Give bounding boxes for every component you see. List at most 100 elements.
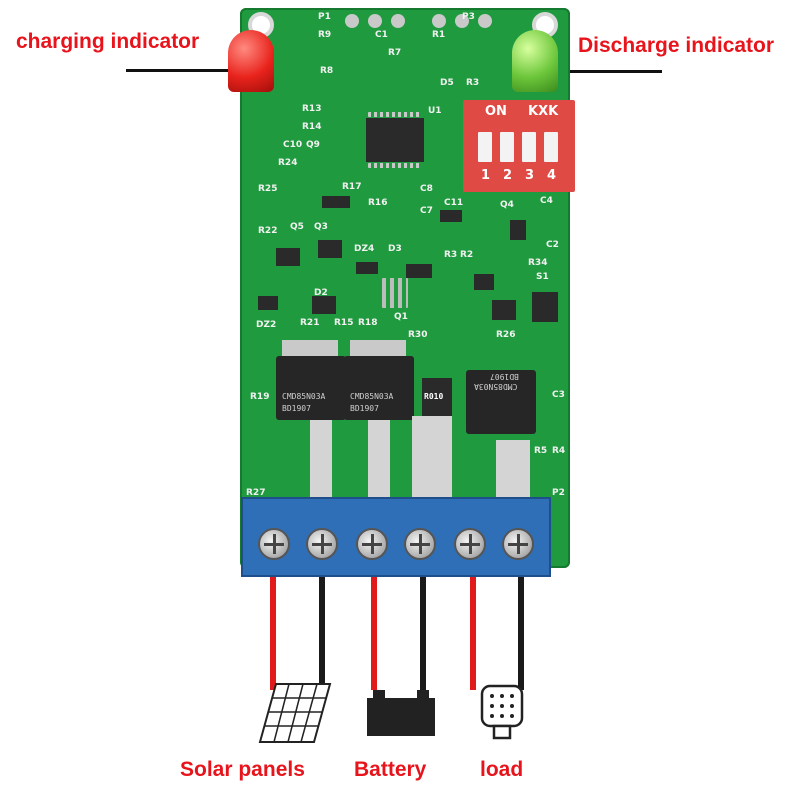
- silk-label: P3: [462, 12, 475, 22]
- silk-label: R4: [552, 446, 566, 456]
- smd-component: [318, 240, 342, 258]
- silk-label: R19: [250, 392, 270, 402]
- silk-label: R21: [300, 318, 320, 328]
- power-trace: [496, 440, 530, 500]
- terminal-screw-4: [404, 528, 436, 560]
- silk-label: DZ4: [354, 244, 375, 254]
- smd-component: [440, 210, 462, 222]
- solar-panel-icon: [258, 683, 332, 743]
- dip-switch-toggle-3: [522, 132, 536, 162]
- silk-label: R16: [368, 198, 388, 208]
- ic-pins-bottom: [368, 163, 422, 168]
- battery-positive-wire: [371, 577, 377, 690]
- smd-component: [474, 274, 494, 290]
- smd-component: [258, 296, 278, 310]
- smd-component: [406, 264, 432, 278]
- smd-component: [492, 300, 516, 320]
- load-label: load: [480, 758, 524, 781]
- load-icon: [480, 684, 524, 740]
- silk-label: Q9: [306, 140, 320, 150]
- silk-label: C1: [375, 30, 388, 40]
- silk-label: R34: [528, 258, 548, 268]
- dip-switch-toggle-1: [478, 132, 492, 162]
- silk-label: R17: [342, 182, 362, 192]
- silk-label: D2: [314, 288, 328, 298]
- mosfet-tab: [350, 340, 406, 358]
- smd-pad-array: [382, 278, 408, 308]
- silk-label: C10: [283, 140, 303, 150]
- silk-label: R13: [302, 104, 322, 114]
- led-red-icon: [228, 30, 274, 92]
- silk-label: C4: [540, 196, 553, 206]
- shunt-marking: R010: [424, 392, 444, 401]
- mosfet-1-marking: CMD85N03A: [282, 392, 326, 401]
- battery-label: Battery: [354, 758, 427, 781]
- silk-label: R30: [408, 330, 428, 340]
- shunt-resistor: [422, 378, 452, 416]
- silk-label: C3: [552, 390, 565, 400]
- header-pad: [391, 14, 405, 28]
- battery-icon: [367, 690, 435, 736]
- silk-label: U1: [428, 106, 442, 116]
- charging-leader-line: [126, 69, 244, 72]
- dip-switch-toggle-2: [500, 132, 514, 162]
- dip-number-2: 2: [503, 168, 513, 183]
- silk-label: P2: [552, 488, 565, 498]
- smd-component: [276, 248, 300, 266]
- terminal-screw-5: [454, 528, 486, 560]
- power-trace: [310, 420, 332, 500]
- mosfet-3-date: BD1907: [490, 372, 519, 381]
- power-trace: [368, 420, 390, 500]
- mosfet-tab: [282, 340, 338, 358]
- silk-label: R7: [388, 48, 402, 58]
- silk-label: Q1: [394, 312, 408, 322]
- dip-number-3: 3: [525, 168, 535, 183]
- load-negative-wire: [518, 577, 524, 690]
- mosfet-2-marking: CMD85N03A: [350, 392, 394, 401]
- silk-label: R18: [358, 318, 378, 328]
- silk-label: DZ2: [256, 320, 277, 330]
- silk-label: R27: [246, 488, 266, 498]
- silk-label: R9: [318, 30, 332, 40]
- silk-label: R1: [432, 30, 446, 40]
- smd-component: [532, 292, 558, 322]
- smd-component: [510, 220, 526, 240]
- silk-label: C11: [444, 198, 464, 208]
- silk-label: Q3: [314, 222, 328, 232]
- dip-brand-label: KXK: [528, 104, 559, 119]
- silk-label: R8: [320, 66, 334, 76]
- terminal-screw-6: [502, 528, 534, 560]
- silk-label: D5: [440, 78, 454, 88]
- silk-label: R14: [302, 122, 322, 132]
- terminal-screw-2: [306, 528, 338, 560]
- solar-negative-wire: [319, 577, 325, 690]
- power-trace: [412, 416, 452, 500]
- silk-label: R2: [460, 250, 474, 260]
- silk-label: R22: [258, 226, 278, 236]
- mosfet-2: [344, 356, 414, 420]
- silk-label: R3: [466, 78, 480, 88]
- load-positive-wire: [470, 577, 476, 690]
- mosfet-3-marking: CMD85N03A: [474, 382, 518, 391]
- header-pad: [368, 14, 382, 28]
- battery-negative-wire: [420, 577, 426, 690]
- solar-panels-label: Solar panels: [180, 758, 305, 781]
- charging-indicator-label: charging indicator: [16, 30, 200, 53]
- solar-positive-wire: [270, 577, 276, 690]
- silk-label: R15: [334, 318, 354, 328]
- silk-label: D3: [388, 244, 402, 254]
- dip-number-4: 4: [547, 168, 557, 183]
- led-green-icon: [512, 30, 558, 92]
- dip-number-1: 1: [481, 168, 491, 183]
- terminal-screw-1: [258, 528, 290, 560]
- header-pad: [478, 14, 492, 28]
- silk-label: Q4: [500, 200, 514, 210]
- screw-terminal-block: [241, 497, 551, 577]
- smd-component: [322, 196, 350, 208]
- silk-label: R26: [496, 330, 516, 340]
- dip-switch-toggle-4: [544, 132, 558, 162]
- silk-label: Q5: [290, 222, 304, 232]
- silk-label: C8: [420, 184, 433, 194]
- silk-label: S1: [536, 272, 549, 282]
- header-pad: [345, 14, 359, 28]
